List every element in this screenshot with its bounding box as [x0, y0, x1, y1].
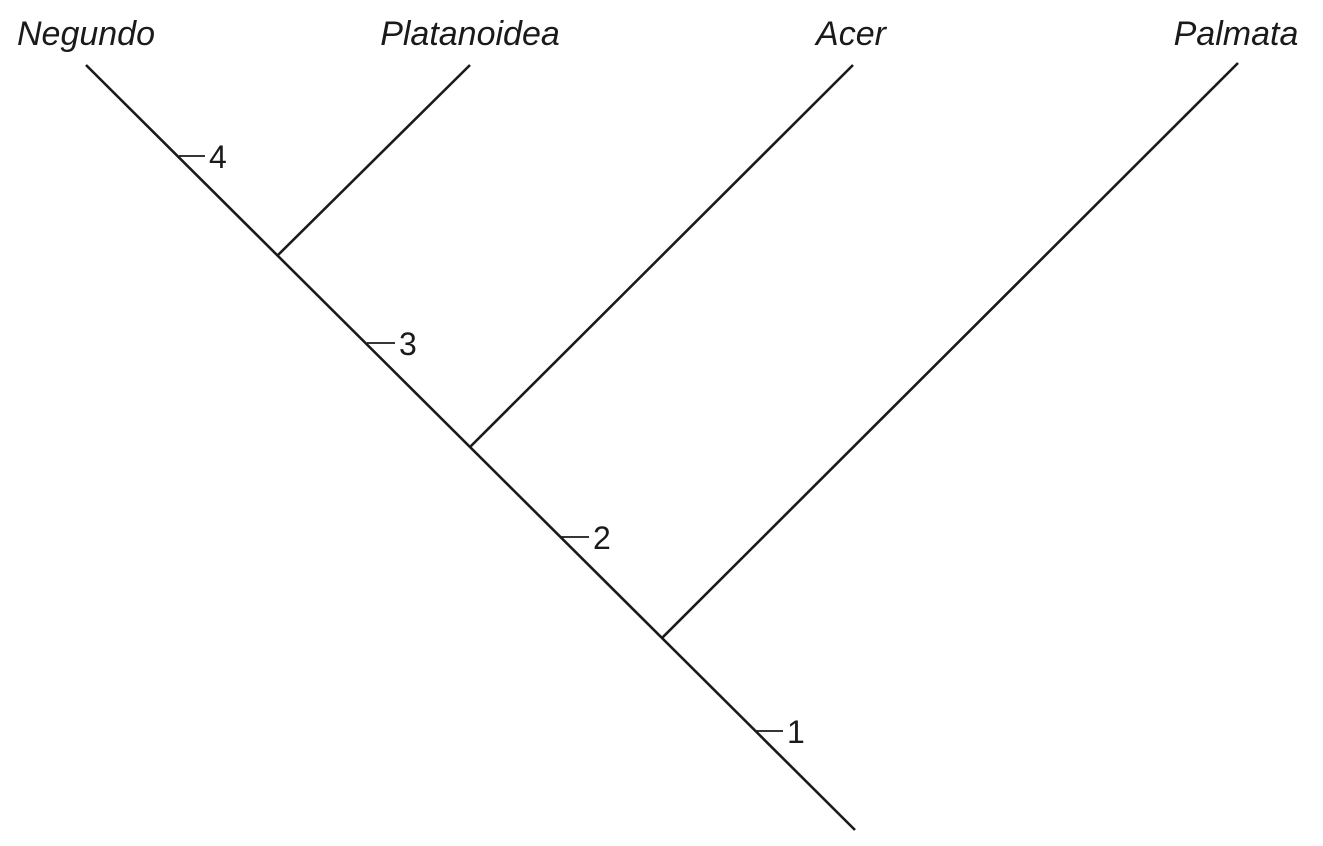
- platanoidea-branch: [277, 64, 471, 256]
- character-label-3: 3: [399, 326, 417, 362]
- palmata-branch: [661, 62, 1239, 639]
- taxon-label-palmata: Palmata: [1174, 15, 1299, 53]
- taxon-label-platanoidea: Platanoidea: [380, 15, 560, 53]
- taxon-label-acer: Acer: [814, 15, 888, 53]
- taxon-label-negundo: Negundo: [17, 15, 155, 53]
- acer-branch: [469, 64, 854, 448]
- character-label-1: 1: [787, 714, 805, 750]
- character-label-2: 2: [593, 520, 611, 556]
- character-label-4: 4: [209, 139, 227, 175]
